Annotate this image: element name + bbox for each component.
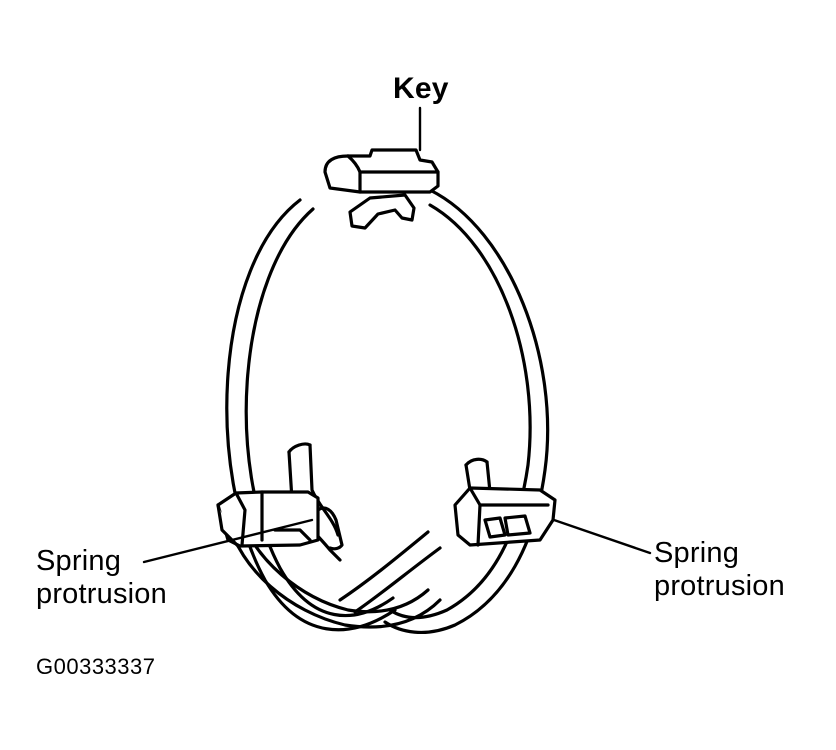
key-block bbox=[323, 148, 440, 194]
right-spring-protrusion-label: Spring protrusion bbox=[654, 537, 785, 603]
key-tab bbox=[348, 193, 416, 230]
ring-front-wire bbox=[226, 513, 442, 629]
left-spring-leader-line bbox=[142, 518, 314, 564]
key-label-text: Key bbox=[393, 72, 449, 105]
right-spring-label-line1: Spring bbox=[654, 537, 740, 569]
left-protrusion-block bbox=[216, 490, 320, 548]
key-label: Key bbox=[393, 72, 449, 105]
leader-lines bbox=[142, 106, 652, 564]
right-protrusion-block bbox=[453, 486, 557, 547]
figure-id: G00333337 bbox=[36, 654, 156, 679]
right-spring-leader-line bbox=[552, 518, 652, 555]
left-spring-protrusion-label: Spring protrusion bbox=[36, 545, 167, 611]
left-spring-label-line1: Spring bbox=[36, 545, 122, 577]
right-spring-label-line2: protrusion bbox=[654, 570, 785, 602]
left-spring-label-line2: protrusion bbox=[36, 578, 167, 610]
